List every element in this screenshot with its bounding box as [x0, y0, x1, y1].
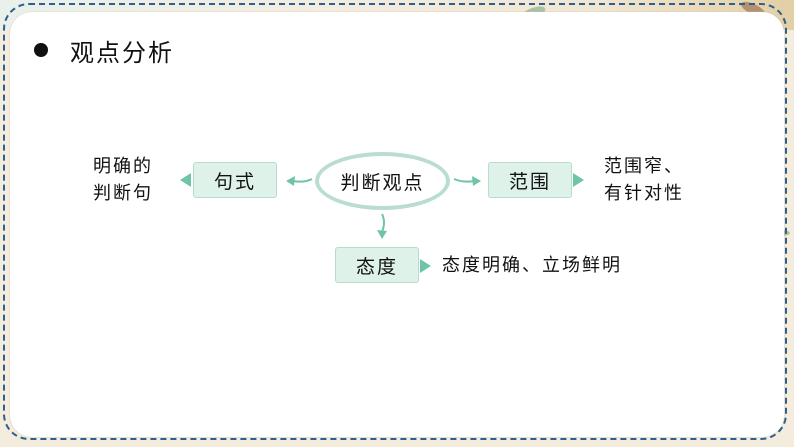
slide-heading: 观点分析 — [34, 34, 174, 67]
desc-line: 有针对性 — [604, 183, 684, 204]
desc-line: 明确的 — [93, 156, 153, 177]
node-attitude: 态度 — [335, 247, 419, 283]
page-title: 观点分析 — [70, 38, 174, 67]
slide-card — [10, 12, 784, 437]
bullet-icon — [34, 43, 48, 57]
desc-sentence: 明确的 判断句 — [93, 153, 153, 207]
node-scope: 范围 — [488, 162, 572, 198]
desc-line: 态度明确、立场鲜明 — [442, 255, 622, 276]
center-node: 判断观点 — [315, 152, 450, 210]
node-sentence: 句式 — [193, 162, 277, 198]
arrow-to-attitude-node — [381, 213, 385, 233]
desc-line: 范围窄、 — [604, 156, 684, 177]
arrowhead-icon — [472, 176, 481, 186]
desc-attitude: 态度明确、立场鲜明 — [442, 252, 622, 279]
desc-scope: 范围窄、 有针对性 — [604, 153, 684, 207]
desc-line: 判断句 — [93, 183, 153, 204]
arrow-to-scope-node — [453, 178, 475, 183]
arrowhead-icon — [286, 176, 295, 186]
arrow-to-sentence-node — [292, 178, 313, 183]
arrowhead-icon — [377, 230, 387, 239]
arrowhead-icon — [420, 259, 431, 273]
arrowhead-icon — [180, 173, 191, 187]
arrowhead-icon — [573, 173, 584, 187]
